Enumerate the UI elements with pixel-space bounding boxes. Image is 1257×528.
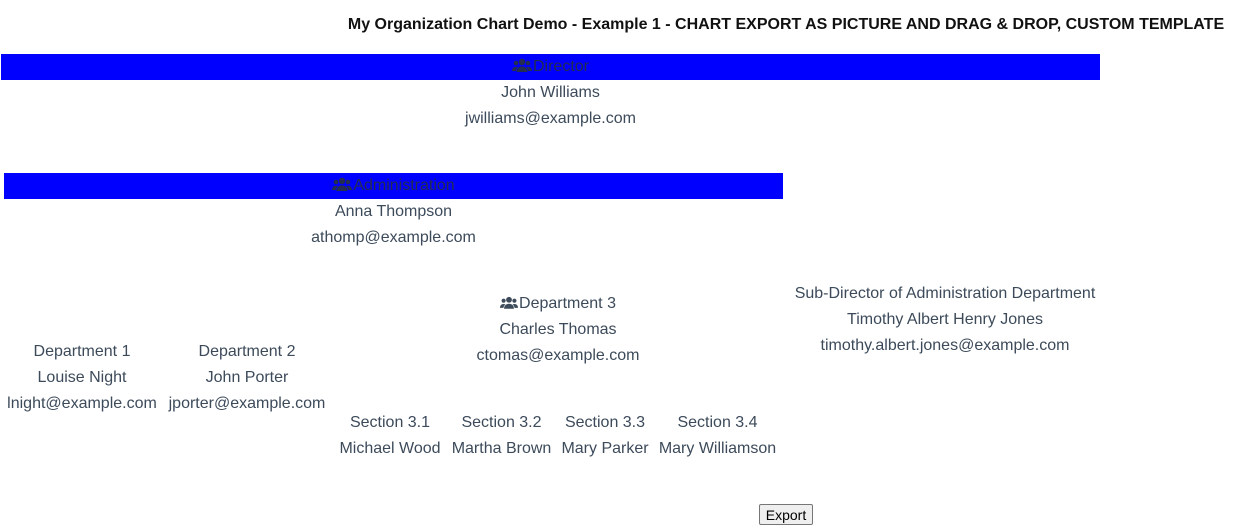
node-email: jporter@example.com bbox=[168, 395, 326, 412]
export-button[interactable]: Export bbox=[759, 504, 813, 525]
node-person-name: Mary Williamson bbox=[658, 440, 777, 457]
node-email: lnight@example.com bbox=[7, 395, 157, 412]
node-person-name: Louise Night bbox=[37, 369, 127, 386]
org-node-section-3-2[interactable]: Section 3.2 Martha Brown bbox=[446, 410, 557, 462]
org-node-section-3-3[interactable]: Section 3.3 Mary Parker bbox=[557, 410, 653, 462]
node-person-name: John Porter bbox=[205, 369, 289, 386]
page-title: My Organization Chart Demo - Example 1 -… bbox=[347, 16, 1225, 33]
node-role: Department 2 bbox=[198, 343, 296, 360]
node-role-label: Department 3 bbox=[519, 295, 616, 312]
node-person-name: Timothy Albert Henry Jones bbox=[847, 311, 1043, 328]
org-node-administration[interactable]: Administration Anna Thompson athomp@exam… bbox=[4, 173, 783, 251]
node-role: Section 3.2 bbox=[461, 414, 542, 431]
node-role-label: Director bbox=[532, 58, 589, 75]
node-email: timothy.albert.jones@example.com bbox=[820, 337, 1070, 354]
node-role: Section 3.4 bbox=[677, 414, 758, 431]
node-person-name: Charles Thomas bbox=[499, 321, 617, 338]
org-node-department-1[interactable]: Department 1 Louise Night lnight@example… bbox=[2, 339, 162, 417]
org-node-subdirector[interactable]: Sub-Director of Administration Departmen… bbox=[780, 281, 1110, 359]
node-role: Section 3.1 bbox=[349, 414, 431, 431]
node-role: Section 3.3 bbox=[564, 414, 646, 431]
users-icon bbox=[511, 57, 532, 73]
node-role-banner: Administration bbox=[4, 173, 783, 199]
node-role-banner: Director bbox=[1, 54, 1100, 80]
org-node-department-3[interactable]: Department 3 Charles Thomas ctomas@examp… bbox=[458, 291, 658, 369]
node-role: Department 1 bbox=[33, 343, 131, 360]
org-node-section-3-1[interactable]: Section 3.1 Michael Wood bbox=[335, 410, 445, 462]
users-icon bbox=[500, 295, 519, 310]
node-role: Department 3 bbox=[458, 291, 658, 317]
node-email: athomp@example.com bbox=[311, 229, 476, 246]
node-person-name: John Williams bbox=[501, 84, 600, 101]
org-node-department-2[interactable]: Department 2 John Porter jporter@example… bbox=[162, 339, 332, 417]
node-email: jwilliams@example.com bbox=[465, 110, 636, 127]
org-node-section-3-4[interactable]: Section 3.4 Mary Williamson bbox=[653, 410, 782, 462]
node-email: ctomas@example.com bbox=[476, 347, 640, 364]
node-person-name: Mary Parker bbox=[561, 440, 649, 457]
node-person-name: Michael Wood bbox=[339, 440, 441, 457]
node-person-name: Anna Thompson bbox=[334, 203, 453, 220]
node-role: Sub-Director of Administration Departmen… bbox=[794, 285, 1096, 302]
node-role-label: Administration bbox=[353, 177, 455, 194]
node-person-name: Martha Brown bbox=[451, 440, 552, 457]
org-node-director[interactable]: Director John Williams jwilliams@example… bbox=[1, 54, 1100, 132]
users-icon bbox=[332, 176, 353, 192]
